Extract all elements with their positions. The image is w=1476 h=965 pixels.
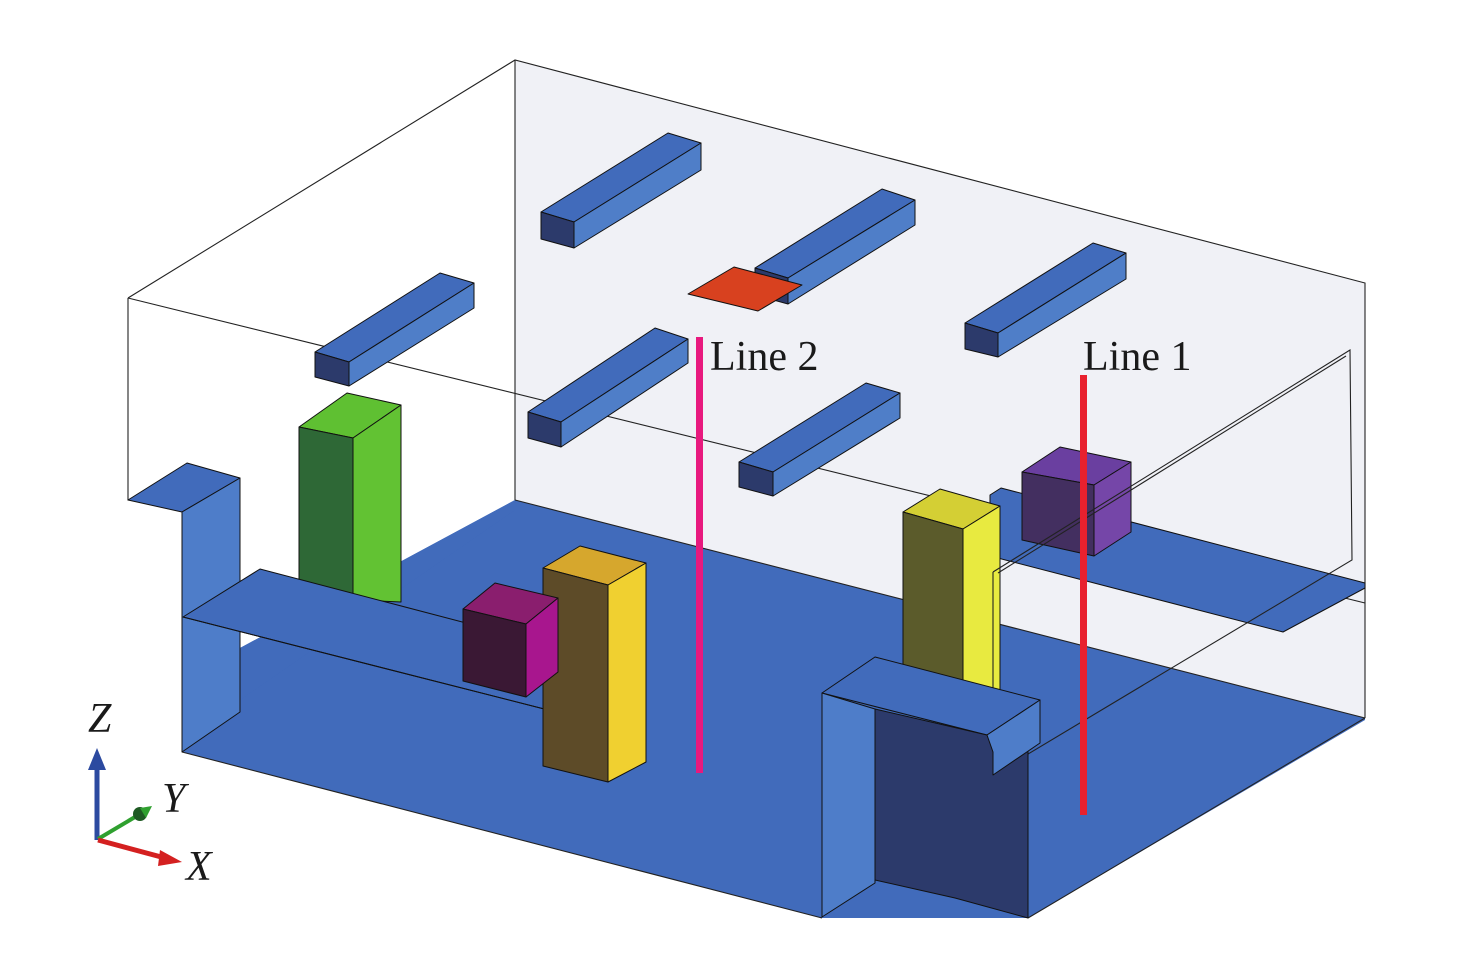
inlet-plate — [687, 266, 803, 312]
y-axis-arrow-icon — [140, 806, 152, 818]
ceiling-ducts — [314, 132, 1127, 497]
axis-triad: Z Y X — [88, 696, 214, 890]
x-axis-arrow-icon — [158, 850, 182, 866]
duct-4 — [527, 327, 689, 448]
z-axis-arrow-icon — [88, 748, 106, 770]
gold-block — [542, 545, 647, 783]
line-1-marker — [1080, 375, 1087, 815]
purple-cube — [1021, 446, 1132, 557]
line-2-marker — [696, 337, 703, 773]
line-2-label: Line 2 — [710, 334, 818, 380]
duct-5 — [964, 242, 1127, 358]
front-cabinet — [821, 656, 1041, 919]
y-axis-label: Y — [162, 776, 190, 822]
duct-1 — [314, 272, 475, 387]
duct-6 — [738, 382, 901, 497]
duct-2 — [540, 132, 702, 249]
x-axis-label: X — [184, 844, 214, 890]
z-axis-label: Z — [88, 696, 112, 742]
line-1-label: Line 1 — [1083, 334, 1191, 380]
magenta-cube — [462, 582, 559, 698]
x-axis — [97, 837, 166, 861]
duct-3 — [754, 188, 916, 305]
green-block — [298, 392, 402, 603]
y-axis — [96, 812, 142, 841]
olive-block — [902, 488, 1001, 691]
